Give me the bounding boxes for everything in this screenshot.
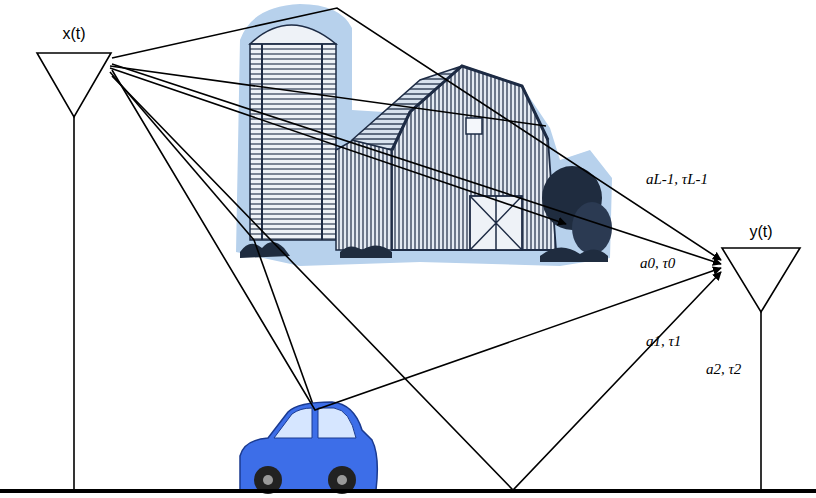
ray-line [110, 72, 254, 240]
antenna-mast [760, 312, 762, 490]
silo-body [250, 44, 336, 240]
silo-edge [261, 44, 263, 240]
path-gain-delay: aL-1, τL-1 [646, 170, 708, 188]
antenna-mast [73, 116, 75, 490]
path-gain-delay: a1, τ1 [646, 332, 681, 350]
path-gain-delay: a0, τ0 [640, 254, 675, 272]
ray-line [254, 240, 315, 410]
propagation-path [112, 76, 721, 490]
bushes [240, 242, 608, 262]
silo-edge [321, 44, 323, 240]
barn-door [470, 196, 522, 250]
ray-line [110, 66, 546, 126]
antenna-symbol [36, 52, 112, 118]
path-gain-delay: a2, τ2 [706, 360, 741, 378]
farm-halo [236, 4, 612, 266]
barn-door-brace [470, 196, 522, 250]
antenna-symbol [721, 247, 801, 313]
antenna-node: y(t) [721, 222, 801, 314]
tree [572, 202, 612, 254]
car-window [274, 408, 356, 438]
signal-label: x(t) [36, 24, 112, 44]
propagation-path [112, 8, 721, 260]
propagation-path [112, 64, 721, 264]
antenna-node: x(t) [36, 24, 112, 120]
barn-window [466, 118, 482, 134]
antenna-triangle [37, 53, 111, 117]
signal-label: y(t) [721, 222, 801, 242]
car-hub [337, 475, 347, 485]
propagation-path [112, 70, 721, 410]
barn-front [392, 66, 556, 250]
silo-dome [250, 25, 336, 44]
ray-arrow [110, 68, 566, 224]
car-hub [263, 475, 273, 485]
antenna-triangle [722, 248, 800, 312]
ground-line [0, 489, 816, 493]
